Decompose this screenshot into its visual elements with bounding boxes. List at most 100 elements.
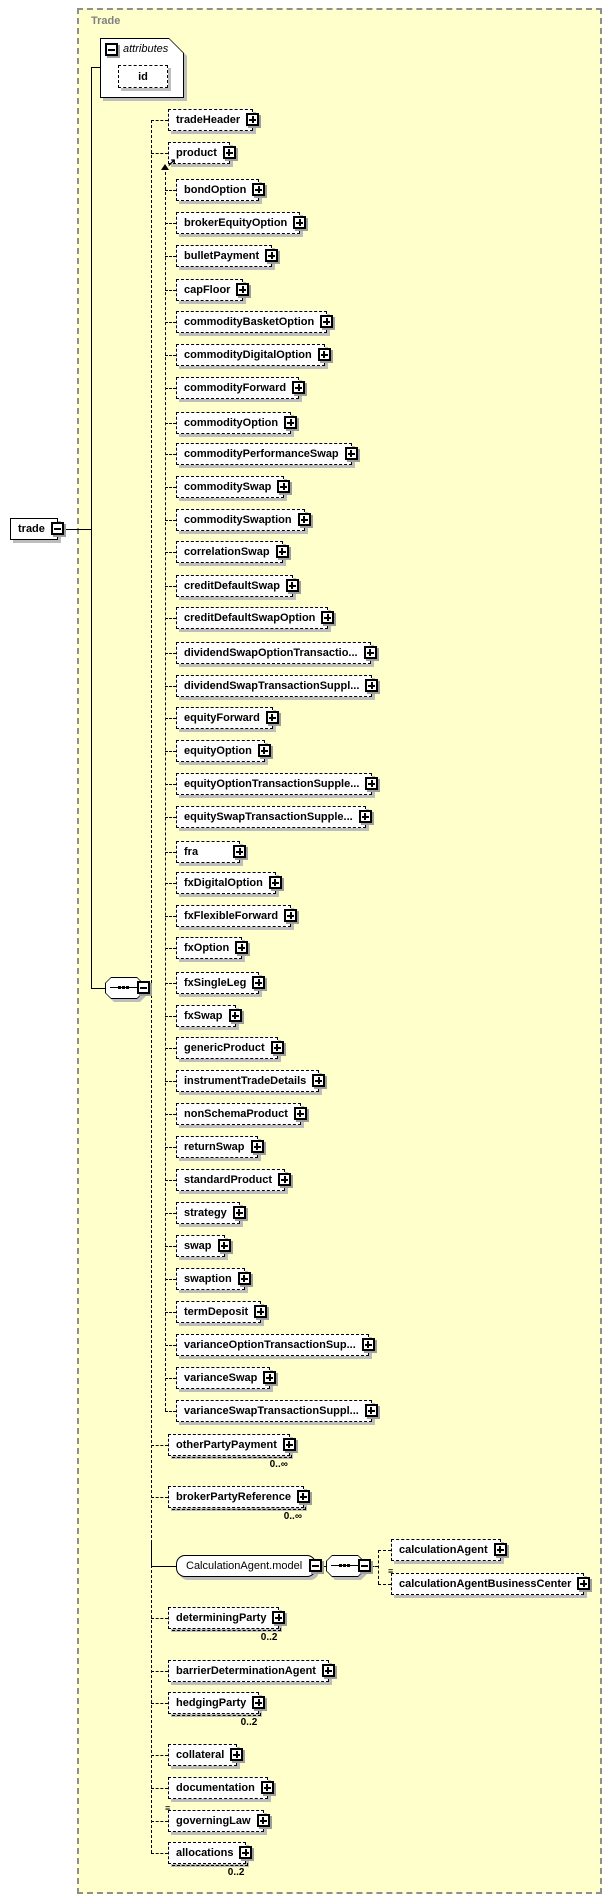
element-otherpartypayment[interactable]: otherPartyPayment [168, 1434, 296, 1458]
expand-icon[interactable] [493, 1543, 507, 1556]
element-fxdigitaloption[interactable]: fxDigitalOption [176, 872, 282, 894]
element-termdeposit[interactable]: termDeposit [176, 1301, 268, 1323]
element-commodityswaption[interactable]: commoditySwaption [176, 509, 311, 531]
element-barrierdeterminationagent[interactable]: barrierDeterminationAgent [168, 1660, 335, 1682]
element-creditdefaultswap[interactable]: creditDefaultSwap [176, 575, 299, 597]
element-equityforward[interactable]: equityForward [176, 707, 279, 729]
expand-icon[interactable] [268, 876, 282, 889]
expand-icon[interactable] [278, 1173, 292, 1186]
expand-icon[interactable] [230, 1748, 244, 1761]
element-varianceswap[interactable]: varianceSwap [176, 1367, 277, 1389]
expand-icon[interactable] [321, 611, 335, 624]
expand-icon[interactable] [257, 744, 271, 757]
element-equityoption[interactable]: equityOption [176, 740, 271, 762]
expand-icon[interactable] [361, 1338, 375, 1351]
expand-icon[interactable] [321, 1664, 335, 1677]
collapse-icon[interactable] [358, 1559, 371, 1572]
expand-icon[interactable] [237, 1272, 251, 1285]
element-fxswap[interactable]: fxSwap [176, 1005, 242, 1027]
expand-icon[interactable] [296, 1490, 310, 1503]
element-commoditybasketoption[interactable]: commodityBasketOption [176, 311, 334, 333]
element-documentation[interactable]: documentation [168, 1777, 274, 1799]
element-commoditydigitaloption[interactable]: commodityDigitalOption [176, 344, 331, 366]
expand-icon[interactable] [292, 381, 306, 394]
element-commodityoption[interactable]: commodityOption [176, 412, 298, 434]
expand-icon[interactable] [277, 480, 291, 493]
expand-icon[interactable] [344, 447, 358, 460]
expand-icon[interactable] [246, 113, 260, 126]
expand-icon[interactable] [320, 315, 334, 328]
element-capfloor[interactable]: capFloor [176, 279, 250, 301]
expand-icon[interactable] [254, 1305, 268, 1318]
expand-icon[interactable] [252, 976, 266, 989]
element-swaption[interactable]: swaption [176, 1268, 251, 1290]
expand-icon[interactable] [365, 679, 379, 692]
expand-icon[interactable] [282, 1438, 296, 1451]
element-commodityperformanceswap[interactable]: commodityPerformanceSwap [176, 443, 358, 465]
expand-icon[interactable] [256, 1814, 270, 1827]
element-bulletpayment[interactable]: bulletPayment [176, 245, 279, 267]
collapse-icon[interactable] [50, 522, 64, 535]
expand-icon[interactable] [317, 348, 331, 361]
element-determiningparty[interactable]: determiningParty [168, 1607, 286, 1631]
trade-element[interactable]: trade [10, 518, 64, 540]
expand-icon[interactable] [358, 810, 372, 823]
expand-icon[interactable] [270, 1041, 284, 1054]
expand-icon[interactable] [236, 283, 250, 296]
element-swap[interactable]: swap [176, 1235, 231, 1257]
expand-icon[interactable] [577, 1577, 591, 1590]
expand-icon[interactable] [293, 216, 307, 229]
element-fra[interactable]: fra [176, 841, 246, 863]
collapse-icon[interactable] [105, 43, 118, 56]
element-standardproduct[interactable]: standardProduct [176, 1169, 292, 1191]
element-fxsingleleg[interactable]: fxSingleLeg [176, 972, 266, 994]
element-nonschemaproduct[interactable]: nonSchemaProduct [176, 1103, 307, 1125]
expand-icon[interactable] [235, 941, 249, 954]
element-strategy[interactable]: strategy [176, 1202, 246, 1224]
element-dividendswaptransactionsuppl[interactable]: dividendSwapTransactionSuppl... [176, 675, 379, 697]
expand-icon[interactable] [275, 545, 289, 558]
element-brokerequityoption[interactable]: brokerEquityOption [176, 212, 307, 234]
expand-icon[interactable] [265, 711, 279, 724]
element-creditdefaultswapoption[interactable]: creditDefaultSwapOption [176, 607, 335, 629]
element-fxoption[interactable]: fxOption [176, 937, 249, 959]
expand-icon[interactable] [312, 1074, 326, 1087]
expand-icon[interactable] [228, 1009, 242, 1022]
element-fxflexibleforward[interactable]: fxFlexibleForward [176, 905, 298, 927]
element-brokerpartyreference[interactable]: brokerPartyReference [168, 1486, 310, 1510]
element-varianceoptiontransactionsup[interactable]: varianceOptionTransactionSup... [176, 1334, 375, 1356]
element-returnswap[interactable]: returnSwap [176, 1136, 264, 1158]
expand-icon[interactable] [297, 513, 311, 526]
element-varianceswaptransactionsuppl[interactable]: varianceSwapTransactionSuppl... [176, 1400, 378, 1422]
expand-icon[interactable] [293, 1107, 307, 1120]
element-correlationswap[interactable]: correlationSwap [176, 541, 289, 563]
expand-icon[interactable] [284, 416, 298, 429]
expand-icon[interactable] [239, 1846, 253, 1859]
element-bondoption[interactable]: bondOption [176, 179, 266, 201]
element-commodityswap[interactable]: commoditySwap [176, 476, 291, 498]
element-tradeheader[interactable]: tradeHeader [168, 109, 260, 131]
element-equityswaptransactionsupple[interactable]: equitySwapTransactionSupple... [176, 806, 372, 828]
attribute-id[interactable]: id [118, 65, 168, 88]
expand-icon[interactable] [364, 1404, 378, 1417]
element-calculationagent[interactable]: calculationAgent [391, 1539, 507, 1561]
element-governinglaw[interactable]: governingLaw [165, 1803, 270, 1832]
element-allocations[interactable]: allocations [168, 1842, 253, 1866]
expand-icon[interactable] [365, 777, 379, 790]
expand-icon[interactable] [233, 845, 246, 858]
element-instrumenttradedetails[interactable]: instrumentTradeDetails [176, 1070, 326, 1092]
expand-icon[interactable] [217, 1239, 231, 1252]
expand-icon[interactable] [232, 1206, 246, 1219]
element-dividendswapoptiontransactio[interactable]: dividendSwapOptionTransactio... [176, 642, 377, 664]
expand-icon[interactable] [252, 183, 266, 196]
element-collateral[interactable]: collateral [168, 1744, 244, 1766]
collapse-icon[interactable] [309, 1559, 323, 1572]
element-equityoptiontransactionsupple[interactable]: equityOptionTransactionSupple... [176, 773, 379, 795]
element-genericproduct[interactable]: genericProduct [176, 1037, 284, 1059]
expand-icon[interactable] [284, 909, 298, 922]
expand-icon[interactable] [252, 1696, 266, 1709]
expand-icon[interactable] [260, 1781, 274, 1794]
group-calculationagent-model[interactable]: CalculationAgent.model [176, 1555, 323, 1577]
element-commodityforward[interactable]: commodityForward [176, 377, 306, 399]
element-product[interactable]: product [167, 142, 236, 169]
